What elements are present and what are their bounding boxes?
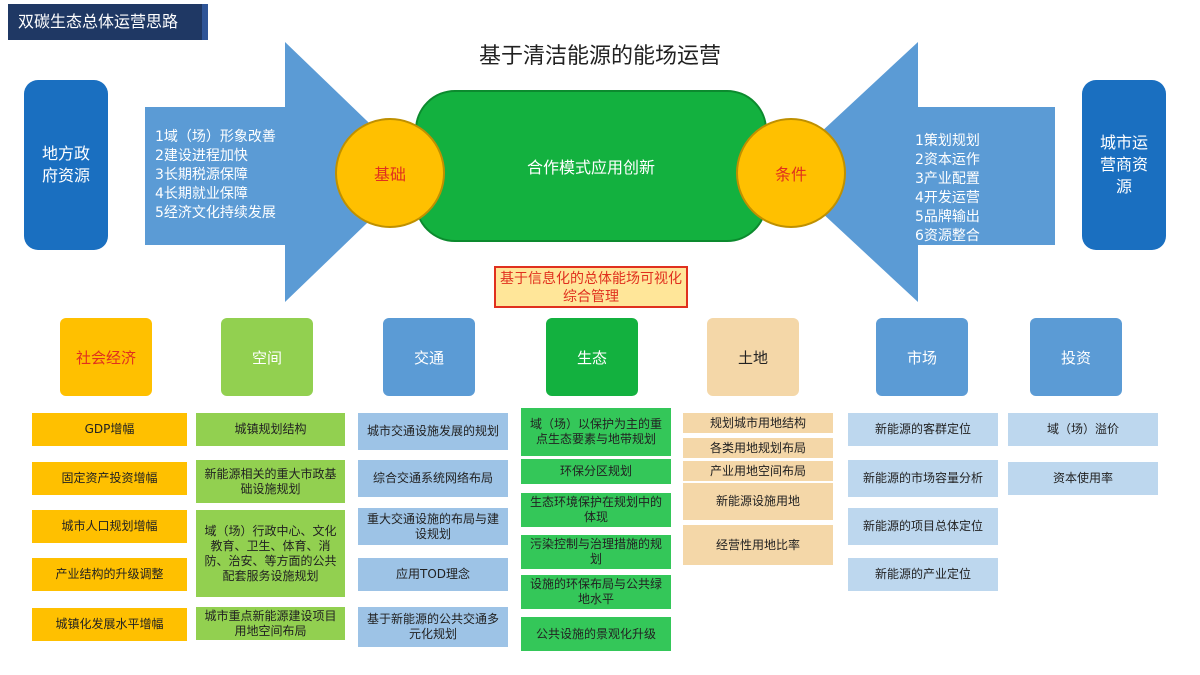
left-circle: 基础 [335,118,445,228]
category-1-item: 城市人口规划增幅 [32,510,187,543]
category-1-item: 城镇化发展水平增幅 [32,608,187,641]
right-resource-box: 城市运营商资源 [1082,80,1166,250]
right-arrow [778,42,1055,302]
category-2-item: 新能源相关的重大市政基础设施规划 [196,460,345,503]
category-3-item: 基于新能源的公共交通多元化规划 [358,607,508,647]
center-pill: 合作模式应用创新 [415,90,767,242]
category-2-item: 城市重点新能源建设项目用地空间布局 [196,607,345,640]
category-7-item: 域（场）溢价 [1008,413,1158,446]
right-circle: 条件 [736,118,846,228]
category-5-item: 规划城市用地结构 [683,413,833,433]
category-6-item: 新能源的客群定位 [848,413,998,446]
category-3-item: 应用TOD理念 [358,558,508,591]
right-list-item: 1策划规划 [915,133,980,149]
category-4-item: 公共设施的景观化升级 [521,617,671,651]
category-3-item: 城市交通设施发展的规划 [358,413,508,450]
category-4-item: 域（场）以保护为主的重点生态要素与地带规划 [521,408,671,456]
category-1-item: GDP增幅 [32,413,187,446]
category-2-item: 城镇规划结构 [196,413,345,446]
center-note: 基于信息化的总体能场可视化综合管理 [494,266,688,308]
left-arrow [145,42,420,302]
category-6: 市场 [876,318,968,396]
category-6-item: 新能源的项目总体定位 [848,508,998,545]
left-list-item: 4长期就业保障 [155,186,248,202]
category-5-item: 新能源设施用地 [683,483,833,520]
left-list-item: 3长期税源保障 [155,167,248,183]
category-2-item: 域（场）行政中心、文化教育、卫生、体育、消防、治安、等方面的公共配套服务设施规划 [196,510,345,597]
right-list-item: 6资源整合 [915,228,980,244]
header-tab: 双碳生态总体运营思路 [8,4,208,40]
left-resource-box: 地方政府资源 [24,80,108,250]
category-7-item: 资本使用率 [1008,462,1158,495]
left-list-item: 2建设进程加快 [155,148,248,164]
category-2: 空间 [221,318,313,396]
category-7: 投资 [1030,318,1122,396]
category-5-item: 经营性用地比率 [683,525,833,565]
left-list-item: 5经济文化持续发展 [155,205,276,221]
category-4-item: 生态环境保护在规划中的体现 [521,493,671,527]
right-list-item: 2资本运作 [915,152,980,168]
category-1-item: 固定资产投资增幅 [32,462,187,495]
category-4: 生态 [546,318,638,396]
right-list-item: 3产业配置 [915,171,980,187]
main-title: 基于清洁能源的能场运营 [478,44,721,69]
category-1: 社会经济 [60,318,152,396]
category-3-item: 重大交通设施的布局与建设规划 [358,508,508,545]
right-list-item: 5品牌输出 [915,209,980,225]
category-1-item: 产业结构的升级调整 [32,558,187,591]
category-5: 土地 [707,318,799,396]
category-4-item: 污染控制与治理措施的规划 [521,535,671,569]
category-6-item: 新能源的市场容量分析 [848,460,998,497]
category-5-item: 各类用地规划布局 [683,438,833,458]
category-3-item: 综合交通系统网络布局 [358,460,508,497]
right-list-item: 4开发运营 [915,190,980,206]
category-3: 交通 [383,318,475,396]
category-4-item: 环保分区规划 [521,459,671,484]
category-6-item: 新能源的产业定位 [848,558,998,591]
category-4-item: 设施的环保布局与公共绿地水平 [521,575,671,609]
left-benefit-list: 1域（场）形象改善 2建设进程加快 3长期税源保障 4长期就业保障 5经济文化持… [155,128,276,223]
category-5-item: 产业用地空间布局 [683,461,833,481]
right-condition-list: 1策划规划 2资本运作 3产业配置 4开发运营 5品牌输出 6资源整合 [915,132,980,246]
left-list-item: 1域（场）形象改善 [155,129,276,145]
